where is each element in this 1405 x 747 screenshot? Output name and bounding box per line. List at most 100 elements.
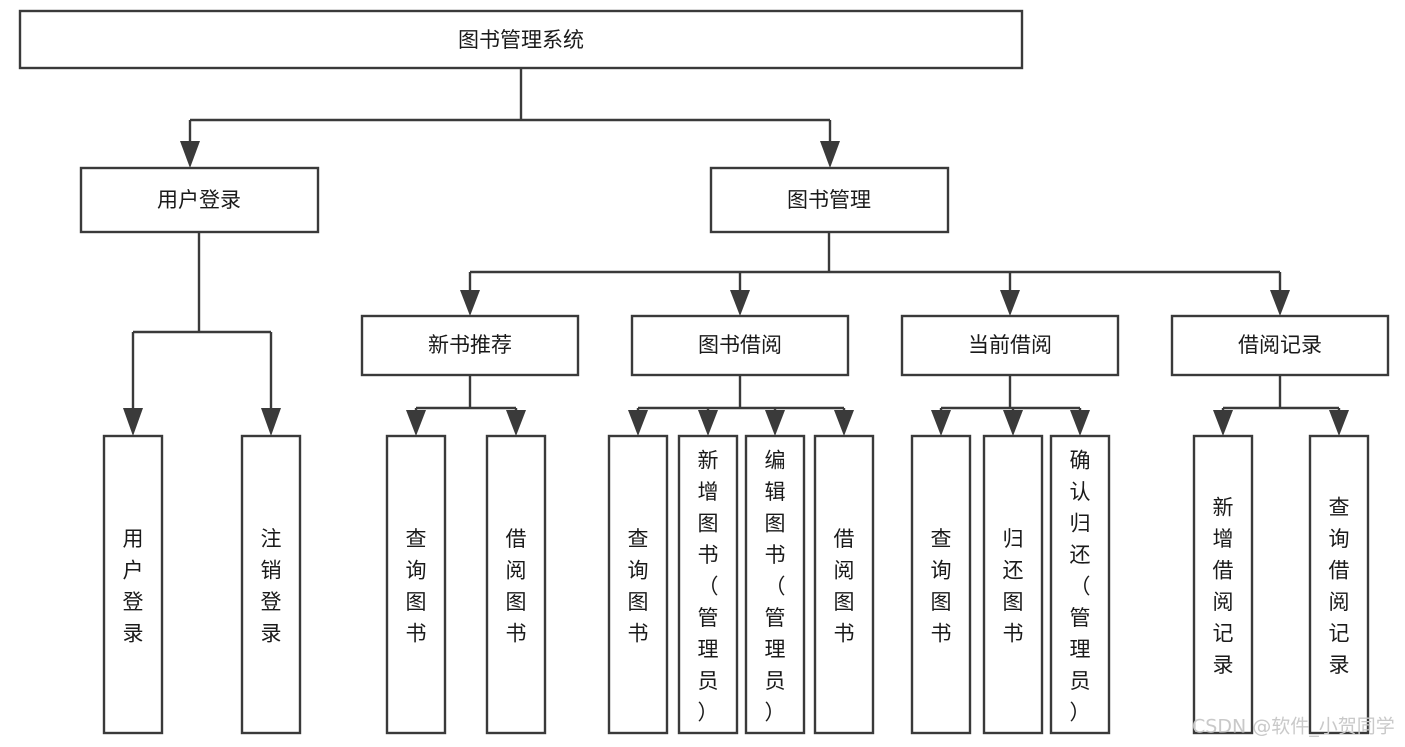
- node-leaf-query-record-box[interactable]: [1308, 434, 1370, 735]
- node-leaf-logout-box[interactable]: [240, 434, 302, 735]
- node-leaf-user-login[interactable]: 用户登录: [102, 434, 164, 735]
- vertical-label-char: 管: [1070, 606, 1091, 630]
- node-current-borrow-box[interactable]: [900, 314, 1120, 377]
- vertical-label-char: （: [698, 574, 719, 598]
- arrow-head-leaf-borrow-book-2: [834, 410, 854, 436]
- node-user-login-box[interactable]: [79, 166, 320, 234]
- node-user-login[interactable]: 用户登录: [79, 166, 320, 234]
- vertical-label-char: 阅: [834, 559, 855, 583]
- vertical-label-char: 理: [1070, 637, 1091, 661]
- node-book-borrow-label: 图书借阅: [698, 333, 782, 357]
- vertical-label-char: 借: [834, 527, 855, 551]
- node-root[interactable]: 图书管理系统: [18, 9, 1024, 70]
- vertical-label-char: 增: [698, 480, 719, 504]
- vertical-label-char: 书: [698, 543, 719, 567]
- node-leaf-query-book-1-box[interactable]: [385, 434, 447, 735]
- node-borrow-record-box[interactable]: [1170, 314, 1390, 377]
- vertical-label-char: ）: [1070, 700, 1091, 724]
- vertical-label-char: 书: [931, 622, 952, 646]
- node-book-borrow[interactable]: 图书借阅: [630, 314, 850, 377]
- vertical-label-char: 录: [1213, 653, 1234, 677]
- node-leaf-add-record-box[interactable]: [1192, 434, 1254, 735]
- node-root-label: 图书管理系统: [458, 28, 584, 52]
- node-root-box[interactable]: [18, 9, 1024, 70]
- connector-layer: [123, 68, 1349, 436]
- arrow-head-leaf-add-book: [698, 410, 718, 436]
- vertical-label-char: 管: [698, 606, 719, 630]
- node-leaf-borrow-book-2-box[interactable]: [813, 434, 875, 735]
- vertical-label-char: 员: [765, 669, 786, 693]
- node-leaf-edit-book-box[interactable]: [744, 434, 806, 735]
- vertical-label-char: 录: [123, 622, 144, 646]
- vertical-label-char: 认: [1070, 480, 1091, 504]
- vertical-label-char: 查: [406, 527, 427, 551]
- node-book-borrow-box[interactable]: [630, 314, 850, 377]
- node-leaf-return-book-box[interactable]: [982, 434, 1044, 735]
- vertical-label-char: 书: [406, 622, 427, 646]
- arrow-head-leaf-add-record: [1213, 410, 1233, 436]
- node-book-management-box[interactable]: [709, 166, 950, 234]
- node-leaf-query-book-2-box[interactable]: [607, 434, 669, 735]
- vertical-label-char: 图: [406, 590, 427, 614]
- vertical-label-char: 书: [834, 622, 855, 646]
- vertical-label-char: 询: [931, 559, 952, 583]
- vertical-label-char: 询: [628, 559, 649, 583]
- arrow-head-leaf-edit-book: [765, 410, 785, 436]
- node-leaf-query-book-3-box[interactable]: [910, 434, 972, 735]
- vertical-label-char: 图: [506, 590, 527, 614]
- vertical-label-char: 录: [1329, 653, 1350, 677]
- arrow-head-book-borrow: [730, 290, 750, 316]
- vertical-label-char: 图: [834, 590, 855, 614]
- vertical-label-char: （: [1070, 574, 1091, 598]
- vertical-label-char: 理: [698, 637, 719, 661]
- arrow-head-leaf-user-login: [123, 408, 143, 436]
- node-leaf-user-login-label: 用户登录: [123, 527, 144, 646]
- vertical-label-char: 图: [765, 511, 786, 535]
- vertical-label-char: 书: [1003, 622, 1024, 646]
- vertical-label-char: 户: [123, 559, 144, 583]
- vertical-label-char: 辑: [765, 480, 786, 504]
- node-book-management[interactable]: 图书管理: [709, 166, 950, 234]
- vertical-label-char: 新: [698, 448, 719, 472]
- vertical-label-char: 新: [1213, 496, 1234, 520]
- arrow-head-leaf-return-book: [1003, 410, 1023, 436]
- node-leaf-user-login-box[interactable]: [102, 434, 164, 735]
- node-borrow-record[interactable]: 借阅记录: [1170, 314, 1390, 377]
- arrow-head-leaf-query-book-2: [628, 410, 648, 436]
- vertical-label-char: 阅: [1213, 590, 1234, 614]
- node-new-book-recommend[interactable]: 新书推荐: [360, 314, 580, 377]
- node-current-borrow-label: 当前借阅: [968, 333, 1052, 357]
- node-leaf-add-book-box[interactable]: [677, 434, 739, 735]
- vertical-label-char: 借: [1213, 559, 1234, 583]
- vertical-label-char: 理: [765, 637, 786, 661]
- node-current-borrow[interactable]: 当前借阅: [900, 314, 1120, 377]
- node-leaf-borrow-book-1-box[interactable]: [485, 434, 547, 735]
- node-new-book-recommend-box[interactable]: [360, 314, 580, 377]
- vertical-label-char: （: [765, 574, 786, 598]
- vertical-label-char: 借: [506, 527, 527, 551]
- node-leaf-confirm-return-box[interactable]: [1049, 434, 1111, 735]
- vertical-label-char: ）: [698, 700, 719, 724]
- vertical-label-char: 书: [765, 543, 786, 567]
